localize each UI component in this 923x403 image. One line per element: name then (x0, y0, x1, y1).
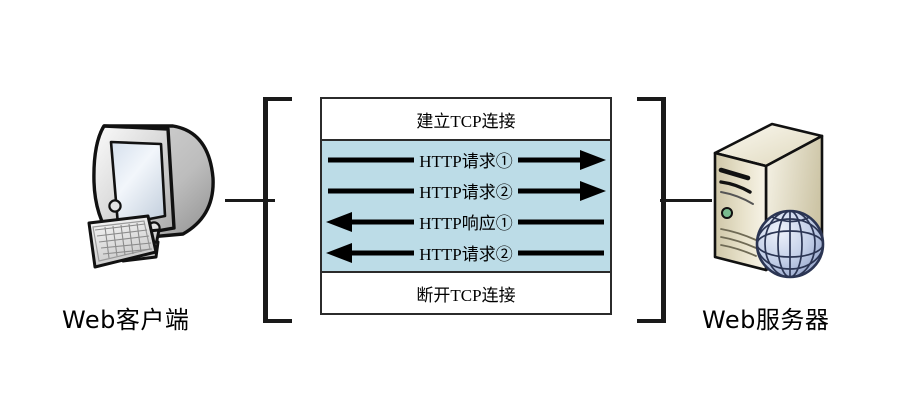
globe-icon (755, 209, 825, 279)
arrow-right-icon (328, 150, 606, 170)
message-row: HTTP请求② (322, 238, 610, 267)
tcp-open-phase-row: 建立TCP连接 (322, 99, 610, 141)
message-row: HTTP请求② (322, 176, 610, 205)
message-row: HTTP请求① (322, 145, 610, 174)
server-connection-wire (660, 199, 712, 202)
left-bracket (263, 97, 292, 323)
arrow-left-icon (326, 212, 604, 232)
arrow-left-icon (326, 243, 604, 263)
right-bracket (637, 97, 666, 323)
http-exchange-panel: HTTP请求① HTTP请求② HTTP响应① (322, 141, 610, 271)
arrow-right-icon (328, 181, 606, 201)
client-computer-icon (55, 112, 245, 297)
tcp-close-phase-row: 断开TCP连接 (322, 271, 610, 313)
server-tower-icon (700, 122, 840, 297)
server-label: Web服务器 (702, 306, 830, 334)
message-label: HTTP请求① (419, 152, 513, 171)
tcp-open-phase-label: 建立TCP连接 (416, 111, 516, 131)
client-label: Web客户端 (62, 306, 190, 334)
message-row: HTTP响应① (322, 207, 610, 236)
message-label: HTTP响应① (419, 214, 513, 233)
client-connection-wire (225, 199, 275, 202)
tcp-close-phase-label: 断开TCP连接 (416, 285, 516, 305)
tcp-session-box: 建立TCP连接 HTTP请求① HTTP请求② (320, 97, 612, 315)
message-label: HTTP请求② (419, 183, 513, 202)
message-label: HTTP请求② (419, 245, 513, 264)
